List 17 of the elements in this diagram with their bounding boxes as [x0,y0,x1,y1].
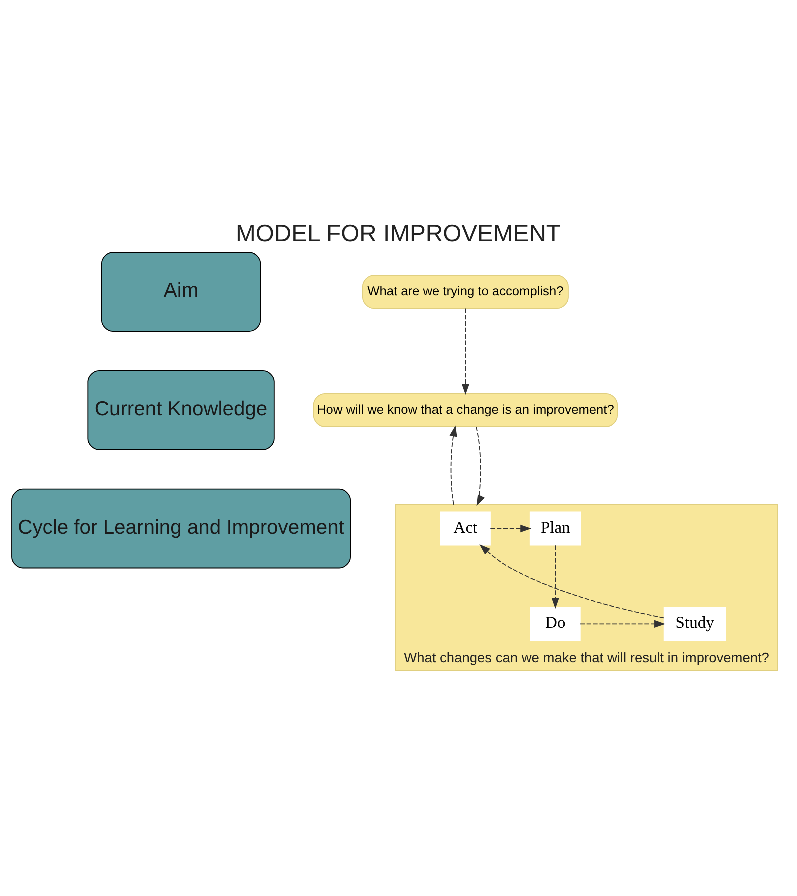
node-box: How will we know that a change is an improvement? [313,392,618,427]
arrow [480,544,665,618]
diagram-title: MODEL FOR IMPROVEMENT [236,220,561,247]
arrow [476,426,486,506]
arrow [462,308,470,395]
node-box: Cycle for Learning and Improvement [12,488,352,568]
node-box: Current Knowledge [88,370,275,450]
node-box: Act [440,511,491,546]
arrow [552,544,560,609]
node-box: Aim [101,252,262,332]
node-box: What are we trying to accomplish? [362,274,569,309]
arrow [580,620,666,628]
arrow [450,425,458,505]
node-box: Plan [530,511,582,546]
arrow [490,524,532,532]
node-box: Do [530,606,581,641]
node-box: Study [664,606,726,641]
